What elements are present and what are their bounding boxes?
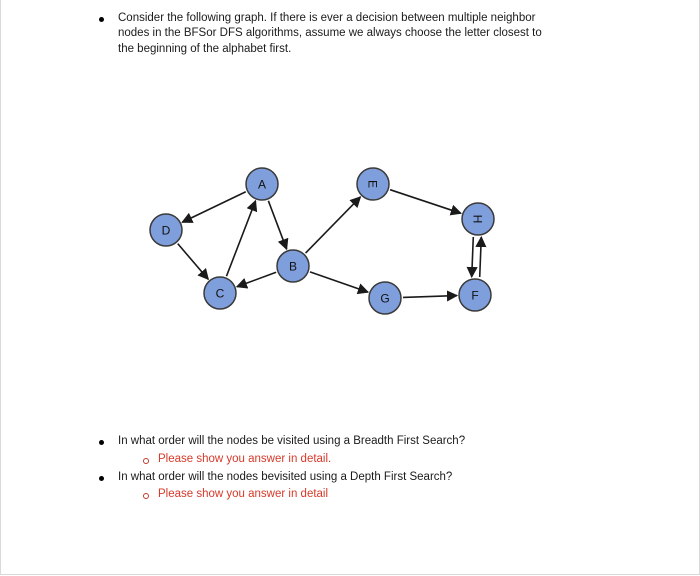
bullet <box>99 476 104 481</box>
node-d <box>149 213 183 247</box>
edge-h-f <box>466 236 478 279</box>
node-label-e: E <box>366 180 380 188</box>
bullet <box>99 440 104 445</box>
edge-b-g <box>309 271 370 295</box>
edge-d-c <box>177 243 210 281</box>
node-label-b: B <box>289 260 297 274</box>
node-c <box>203 276 237 310</box>
edges-group <box>177 188 487 302</box>
edge-a-d <box>181 191 247 223</box>
sub-bullet <box>143 493 149 499</box>
edge-e-h <box>389 188 462 216</box>
question-dfs: In what order will the nodes bevisited u… <box>118 471 453 483</box>
intro-line-3: the beginning of the alphabet first. <box>118 43 292 55</box>
bullet <box>99 17 104 22</box>
node-h <box>461 202 495 236</box>
node-label-a: A <box>258 178 266 192</box>
node-label-c: C <box>216 287 225 301</box>
edge-b-e <box>304 196 362 254</box>
node-label-h: H <box>471 215 485 224</box>
edge-f-h <box>475 235 487 278</box>
edge-b-c <box>235 271 277 289</box>
node-g <box>368 281 402 315</box>
question-dfs-instruction: Please show you answer in detail <box>158 488 329 500</box>
intro-line-1: Consider the following graph. If there i… <box>118 12 536 24</box>
node-label-g: G <box>380 292 389 306</box>
edge-a-b <box>267 200 289 251</box>
nodes-group: A B C D E F G H <box>149 167 495 315</box>
edge-c-a <box>225 199 258 277</box>
node-b <box>276 249 310 283</box>
node-e <box>356 167 390 201</box>
node-label-f: F <box>471 289 478 303</box>
question-bfs-instruction: Please show you answer in detail. <box>158 453 332 465</box>
sub-bullet <box>143 458 149 464</box>
node-label-d: D <box>162 224 171 238</box>
node-a <box>245 167 279 201</box>
edge-g-f <box>402 290 459 302</box>
node-f <box>458 278 492 312</box>
intro-line-2: nodes in the BFSor DFS algorithms, assum… <box>118 27 542 39</box>
question-bfs: In what order will the nodes be visited … <box>118 435 466 447</box>
